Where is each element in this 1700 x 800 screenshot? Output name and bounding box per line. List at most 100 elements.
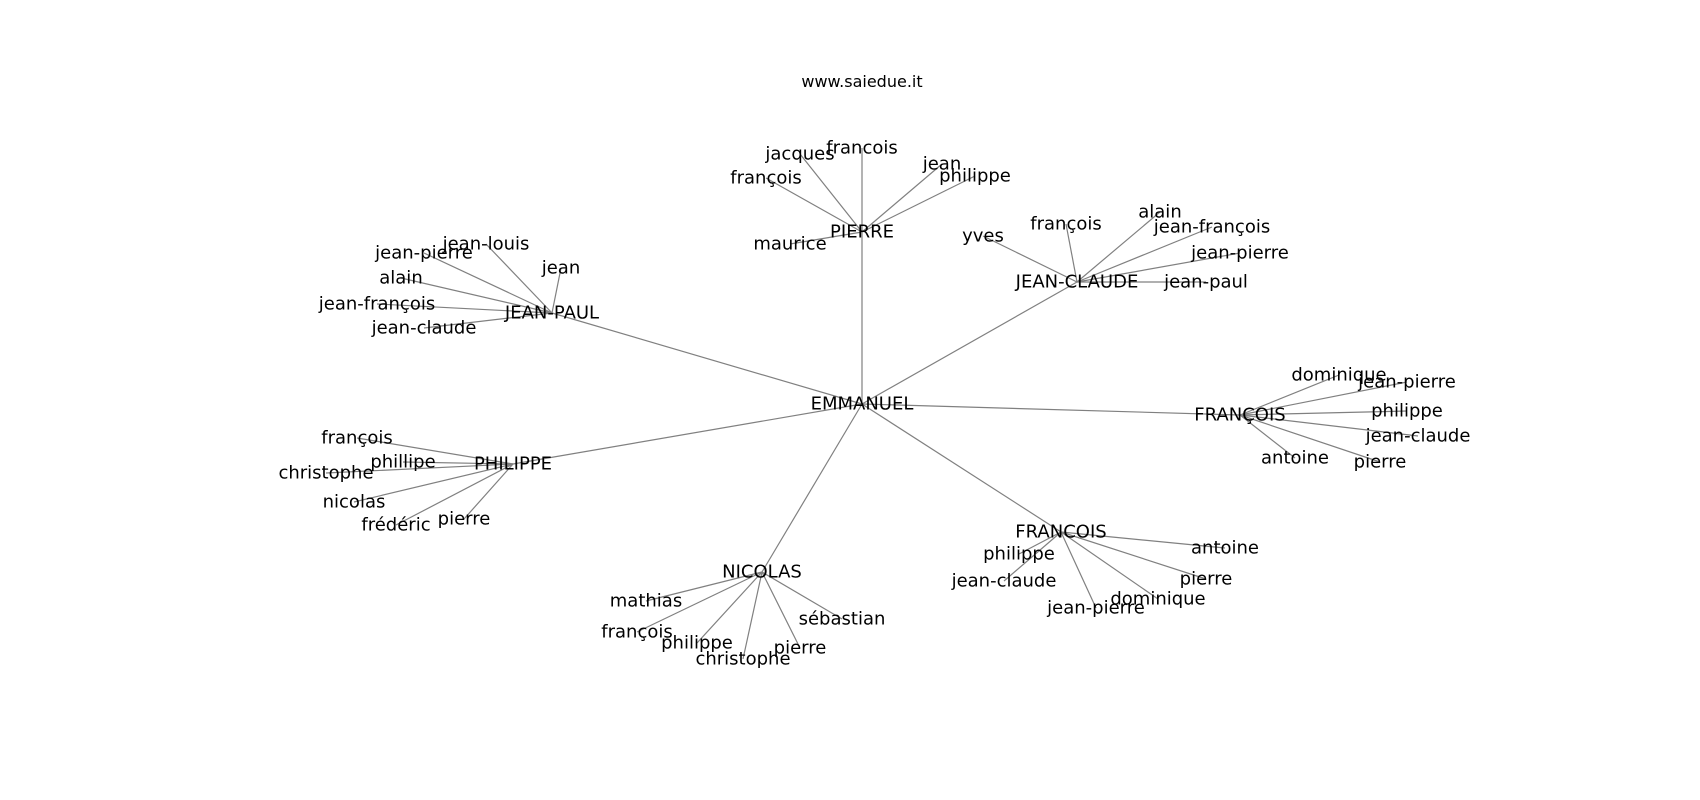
leaf-node-pierre-jacques: jacques	[764, 144, 834, 165]
edge-nicolas-christophe	[742, 571, 763, 660]
leaf-node-nicolas-pierre: pierre	[774, 638, 827, 659]
leaf-node-philippe-francois: françois	[321, 428, 392, 449]
edge-jean-paul-jean	[551, 267, 562, 314]
leaf-node-nicolas-francois: françois	[601, 622, 672, 643]
leaf-node-jean-claude-jean-francois: jean-françois	[1153, 217, 1270, 238]
edge-philippe-nicolas	[353, 463, 514, 503]
leaf-node-nicolas-christophe: christophe	[695, 649, 790, 670]
hub-node-francois-bottom: FRANCOIS	[1015, 522, 1106, 543]
edge-center-francois-bottom	[861, 403, 1062, 533]
leaf-node-jean-claude-jean-pierre: jean-pierre	[1190, 243, 1289, 264]
edge-philippe-pierre	[463, 463, 514, 520]
leaf-node-francois-bottom-antoine: antoine	[1191, 538, 1259, 559]
leaf-node-jean-claude-francois: françois	[1030, 214, 1101, 235]
leaf-node-pierre-maurice: maurice	[753, 234, 826, 255]
edge-pierre-maurice	[789, 231, 863, 245]
edge-francois-bottom-antoine	[1060, 531, 1226, 549]
leaf-node-nicolas-sebastian: sébastian	[799, 609, 886, 630]
edge-pierre-francois	[765, 177, 863, 233]
edges-layer	[325, 148, 1419, 660]
hub-node-philippe: PHILIPPE	[474, 454, 552, 475]
leaf-node-pierre-francois: francois	[826, 138, 897, 159]
edge-nicolas-philippe	[696, 571, 763, 644]
edge-francois-right-jean-claude	[1239, 414, 1419, 437]
edge-philippe-christophe	[325, 463, 514, 474]
edge-jean-claude-jean-francois	[1076, 226, 1213, 283]
leaf-node-francois-bottom-jean-claude: jean-claude	[951, 571, 1057, 592]
center-node-label: EMMANUEL	[811, 394, 914, 415]
edge-francois-bottom-pierre	[1060, 531, 1207, 580]
edge-jean-paul-jean-francois	[376, 303, 553, 314]
edge-philippe-phillipe	[402, 461, 514, 465]
edge-pierre-jacques	[799, 153, 863, 233]
leaf-node-pierre-philippe: philippe	[939, 166, 1011, 187]
edge-francois-right-jean-pierre	[1239, 381, 1408, 416]
edge-francois-right-pierre	[1239, 414, 1381, 463]
edge-jean-paul-jean-louis	[485, 243, 553, 314]
edge-pierre-philippe	[861, 175, 976, 233]
leaf-node-philippe-nicolas: nicolas	[323, 492, 386, 513]
edge-francois-bottom-jean-pierre	[1060, 531, 1097, 609]
hub-node-jean-paul: JEAN-PAUL	[504, 303, 599, 324]
leaf-node-francois-right-jean-pierre: jean-pierre	[1357, 372, 1456, 393]
edge-jean-claude-alain	[1076, 211, 1161, 283]
edge-jean-paul-jean-pierre	[423, 252, 553, 314]
leaf-node-jean-paul-jean-pierre: jean-pierre	[374, 243, 473, 264]
leaf-node-francois-right-dominique: dominique	[1291, 365, 1386, 386]
leaf-node-nicolas-mathias: mathias	[610, 591, 682, 612]
edge-nicolas-francois	[636, 571, 763, 633]
leaf-node-francois-right-antoine: antoine	[1261, 448, 1329, 469]
edge-center-jean-paul	[551, 312, 863, 405]
hub-node-pierre: PIERRE	[830, 222, 894, 243]
leaf-node-pierre-francois: françois	[730, 168, 801, 189]
leaf-node-jean-paul-alain: alain	[379, 268, 422, 289]
edge-jean-paul-alain	[400, 277, 553, 314]
edge-jean-paul-jean-claude	[423, 312, 553, 329]
leaf-node-francois-bottom-dominique: dominique	[1110, 589, 1205, 610]
edge-center-nicolas	[761, 403, 863, 573]
edge-center-francois-right	[861, 403, 1241, 416]
leaf-node-francois-right-pierre: pierre	[1354, 452, 1407, 473]
edge-jean-claude-francois	[1065, 223, 1078, 283]
hub-node-jean-claude: JEAN-CLAUDE	[1015, 272, 1139, 293]
leaf-node-francois-right-jean-claude: jean-claude	[1365, 426, 1471, 447]
edge-philippe-frederic	[395, 463, 514, 526]
leaf-node-francois-bottom-pierre: pierre	[1180, 569, 1233, 590]
leaf-node-philippe-phillipe: phillipe	[370, 452, 435, 473]
edge-francois-right-dominique	[1239, 374, 1340, 416]
edge-francois-right-antoine	[1239, 414, 1296, 459]
leaf-node-jean-paul-jean-francois: jean-françois	[318, 294, 435, 315]
hub-node-francois-right: FRANÇOIS	[1194, 405, 1285, 426]
leaf-node-jean-paul-jean-claude: jean-claude	[371, 318, 477, 339]
edge-nicolas-mathias	[645, 571, 763, 602]
edge-francois-bottom-jean-claude	[1003, 531, 1062, 582]
leaf-node-philippe-christophe: christophe	[278, 463, 373, 484]
edge-francois-bottom-philippe	[1018, 531, 1062, 555]
leaf-node-philippe-pierre: pierre	[438, 509, 491, 530]
edge-francois-right-philippe	[1239, 410, 1408, 416]
edge-nicolas-pierre	[761, 571, 801, 649]
leaf-node-jean-paul-jean: jean	[541, 258, 581, 279]
edge-pierre-jean	[861, 163, 943, 233]
leaf-node-philippe-frederic: frédéric	[361, 515, 430, 536]
edge-jean-claude-jean-pierre	[1076, 252, 1241, 283]
leaf-node-nicolas-philippe: philippe	[661, 633, 733, 654]
edge-jean-claude-yves	[982, 235, 1078, 283]
edge-philippe-francois	[356, 437, 514, 465]
leaf-node-francois-bottom-jean-pierre: jean-pierre	[1046, 598, 1145, 619]
hub-node-nicolas: NICOLAS	[722, 562, 802, 583]
leaf-node-jean-paul-jean-louis: jean-louis	[442, 234, 530, 255]
leaf-node-jean-claude-jean-paul: jean-paul	[1163, 272, 1248, 293]
edge-center-jean-claude	[861, 281, 1078, 405]
edge-nicolas-sebastian	[761, 571, 843, 620]
leaf-node-jean-claude-alain: alain	[1138, 202, 1181, 223]
edge-francois-bottom-dominique	[1060, 531, 1159, 600]
leaf-node-francois-bottom-philippe: philippe	[983, 544, 1055, 565]
leaf-node-jean-claude-yves: yves	[962, 226, 1004, 247]
leaf-node-francois-right-philippe: philippe	[1371, 401, 1443, 422]
edge-center-philippe	[512, 403, 863, 465]
graph-title: www.saiedue.it	[801, 72, 922, 91]
leaf-node-pierre-jean: jean	[922, 154, 962, 175]
